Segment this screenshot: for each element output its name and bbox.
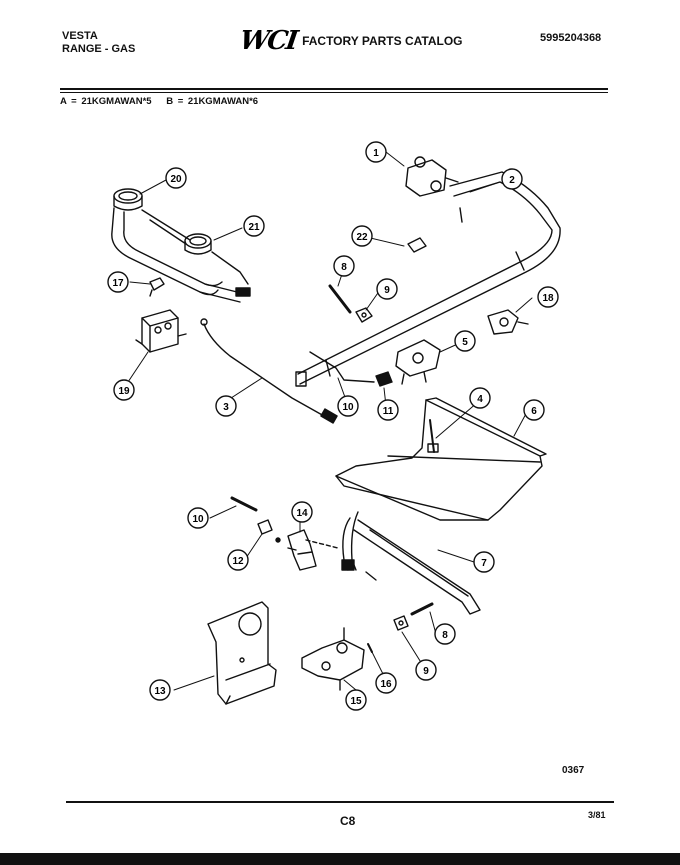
page-number: C8 (340, 814, 356, 828)
svg-text:11: 11 (383, 406, 394, 417)
callout-22: 22 (351, 225, 373, 247)
svg-text:4: 4 (477, 394, 483, 405)
svg-text:7: 7 (481, 558, 487, 569)
svg-text:8: 8 (442, 630, 448, 641)
scan-border (0, 853, 680, 865)
callout-5: 5 (454, 330, 476, 352)
callout-7: 7 (473, 551, 495, 573)
footer-rule (66, 801, 614, 803)
callout-8-lower: 8 (434, 623, 456, 645)
lower-nut (257, 519, 281, 543)
thermocouple-tube (200, 318, 338, 424)
svg-text:6: 6 (531, 406, 537, 417)
callout-11: 11 (377, 399, 399, 421)
svg-text:15: 15 (350, 696, 362, 707)
svg-text:8: 8 (341, 262, 347, 273)
lower-pin (230, 496, 258, 512)
svg-text:2: 2 (509, 175, 515, 186)
svg-text:3: 3 (223, 402, 229, 413)
svg-text:14: 14 (296, 508, 308, 519)
gas-valve-top (405, 156, 459, 197)
catalog-title: FACTORY PARTS CATALOG (302, 34, 463, 48)
callout-15: 15 (345, 689, 367, 711)
callout-2: 2 (501, 168, 523, 190)
spark-module (135, 309, 187, 353)
callout-10: 10 (337, 395, 359, 417)
lower-orifice-pin (410, 602, 434, 616)
burner-assembly (111, 188, 251, 303)
product-type: RANGE - GAS (62, 43, 136, 55)
brand-name: VESTA (62, 30, 98, 42)
svg-text:19: 19 (118, 386, 130, 397)
callout-12: 12 (227, 549, 249, 571)
svg-text:9: 9 (423, 666, 429, 677)
svg-text:16: 16 (380, 679, 392, 690)
diagram-code: 0367 (562, 765, 585, 776)
callouts: 1 2 3 4 5 6 7 8 (107, 141, 559, 711)
catalog-number: 5995204368 (540, 32, 602, 44)
callout-14: 14 (291, 501, 313, 523)
callout-19: 19 (113, 379, 135, 401)
callout-4: 4 (469, 387, 491, 409)
page-date: 3/81 (588, 810, 606, 820)
svg-text:13: 13 (154, 686, 166, 697)
callout-17: 17 (107, 271, 129, 293)
callout-10-lower: 10 (187, 507, 209, 529)
mounting-bracket (287, 529, 339, 571)
heat-shield (335, 397, 547, 521)
back-plate (207, 601, 277, 705)
brand-block: VESTA RANGE - GAS (62, 30, 135, 56)
manifold-pipe (295, 171, 561, 387)
svg-text:10: 10 (342, 402, 354, 413)
callout-9: 9 (376, 278, 398, 300)
orifice-nut (355, 307, 373, 323)
svg-text:17: 17 (112, 278, 124, 289)
svg-text:5: 5 (462, 337, 468, 348)
callout-3: 3 (215, 395, 237, 417)
callout-18: 18 (537, 286, 559, 308)
model-b: B = 21KGMAWAN*6 (166, 96, 259, 107)
svg-text:18: 18 (542, 293, 554, 304)
svg-text:12: 12 (232, 556, 244, 567)
support-bracket (341, 511, 481, 615)
clip-part (407, 237, 427, 253)
valve-screw (367, 643, 373, 653)
callout-16: 16 (375, 672, 397, 694)
ignitor-bracket (149, 277, 165, 297)
callout-9-lower: 9 (415, 659, 437, 681)
pilot-tube (309, 351, 393, 387)
header-rule (60, 88, 608, 90)
callout-13: 13 (149, 679, 171, 701)
catalog-header: WCI FACTORY PARTS CATALOG (238, 26, 463, 56)
gas-valve-lower (301, 627, 365, 691)
model-a: A = 21KGMAWAN*5 (60, 96, 152, 107)
callout-1: 1 (365, 141, 387, 163)
svg-text:10: 10 (192, 514, 204, 525)
header-rule-thin (60, 92, 608, 93)
gas-valve-middle (395, 339, 441, 385)
svg-text:1: 1 (373, 148, 379, 159)
burner-fitting (487, 309, 529, 335)
callout-8: 8 (333, 255, 355, 277)
svg-text:9: 9 (384, 285, 390, 296)
model-list: A = 21KGMAWAN*5 B = 21KGMAWAN*6 (60, 96, 268, 107)
callout-21: 21 (243, 215, 265, 237)
svg-text:20: 20 (170, 174, 182, 185)
callout-20: 20 (165, 167, 187, 189)
callout-6: 6 (523, 399, 545, 421)
lower-orifice-nut (393, 615, 409, 631)
svg-text:22: 22 (356, 232, 368, 243)
svg-text:21: 21 (248, 222, 260, 233)
orifice-pin (328, 284, 352, 314)
